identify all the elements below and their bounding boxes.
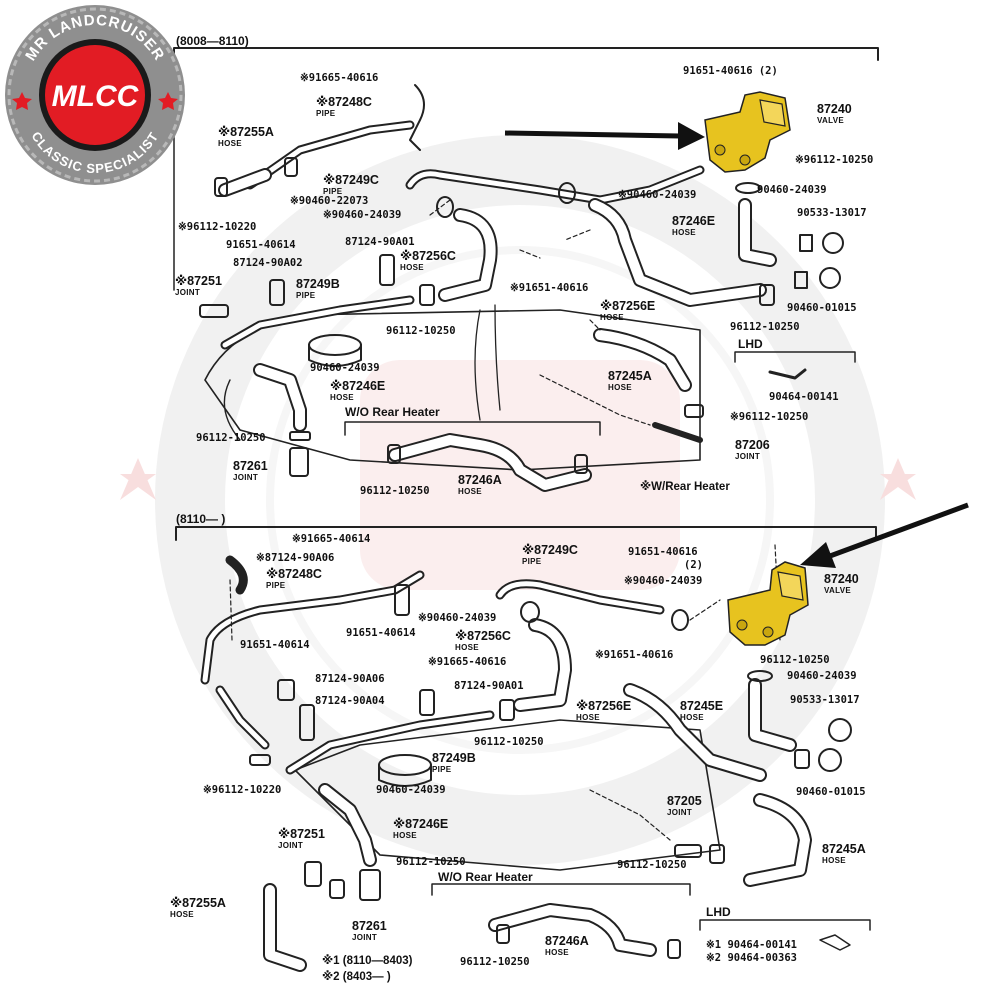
bottom-label: 90460-24039 — [376, 784, 446, 796]
bottom-label: ※90460-24039 — [624, 575, 703, 587]
bottom-label: 90533-13017 — [790, 694, 860, 706]
bottom-label: 91651-40614 — [346, 627, 416, 639]
top-label: 96112-10250 — [360, 485, 430, 497]
top-label: 96112-10250 — [730, 321, 800, 333]
bottom-label: ※91665-40614 — [292, 533, 371, 545]
top-label: 90460-01015 — [787, 302, 857, 314]
top-label: ※96112-10250 — [795, 154, 874, 166]
legend-range-1: ※1 (8110—8403) — [322, 955, 413, 967]
bottom-label: (2) — [684, 559, 703, 571]
bottom-label: 87124-90A04 — [315, 695, 385, 707]
logo-star-right-icon — [158, 92, 178, 110]
top-w-rear-heater: ※W/Rear Heater — [640, 481, 730, 493]
bottom-label: 96112-10250 — [617, 859, 687, 871]
bottom-section-bracket — [175, 526, 877, 541]
bottom-label: 90460-01015 — [796, 786, 866, 798]
bottom-label: 90460-24039 — [787, 670, 857, 682]
bottom-label: ※91651-40616 — [595, 649, 674, 661]
top-label: ※91665-40616 — [300, 72, 379, 84]
top-label: 96112-10250 — [196, 432, 266, 444]
bottom-wo-rear-heater: W/O Rear Heater — [438, 870, 533, 884]
bottom-label: 91651-40616 — [628, 546, 698, 558]
top-label: 90464-00141 — [769, 391, 839, 403]
top-label: ※90460-22073 — [290, 195, 369, 207]
bottom-label: ※90460-24039 — [418, 612, 497, 624]
top-label: 91651-40616 (2) — [683, 65, 778, 77]
top-wo-rear-heater: W/O Rear Heater — [345, 405, 440, 419]
top-label: 87124-90A02 — [233, 257, 303, 269]
top-label: 90533-13017 — [797, 207, 867, 219]
top-label: ※91651-40616 — [510, 282, 589, 294]
bottom-label: 87124-90A01 — [454, 680, 524, 692]
top-label: 90460-24039 — [310, 362, 380, 374]
top-label: ※90460-24039 — [323, 209, 402, 221]
bottom-label: 96112-10250 — [474, 736, 544, 748]
top-section-range: (8008—8110) — [176, 34, 249, 48]
bottom-label: 91651-40614 — [240, 639, 310, 651]
top-label: 91651-40614 — [226, 239, 296, 251]
bottom-section-range: (8110— ) — [176, 512, 226, 526]
legend-range-2: ※2 (8403— ) — [322, 971, 391, 983]
bottom-label: 87124-90A06 — [315, 673, 385, 685]
top-label: 96112-10250 — [386, 325, 456, 337]
bottom-lhd-heading: LHD — [706, 905, 731, 919]
top-label: 90460-24039 — [757, 184, 827, 196]
bottom-label: 96112-10250 — [396, 856, 466, 868]
top-label: ※96112-10250 — [730, 411, 809, 423]
top-label: 87124-90A01 — [345, 236, 415, 248]
bottom-lhd-note-2: ※2 90464-00363 — [706, 952, 797, 964]
logo-mark: MLCC — [52, 80, 140, 113]
brand-logo: MR LANDCRUISER CLASSIC SPECIALIST MLCC — [5, 5, 185, 185]
top-lhd-heading: LHD — [738, 337, 763, 351]
bottom-label: ※91665-40616 — [428, 656, 507, 668]
logo-star-left-icon — [12, 92, 32, 110]
bottom-lhd-note-1: ※1 90464-00141 — [706, 939, 797, 951]
bottom-label: ※87124-90A06 — [256, 552, 335, 564]
top-label: ※96112-10220 — [178, 221, 257, 233]
bottom-label: 96112-10250 — [460, 956, 530, 968]
top-label: ※90460-24039 — [618, 189, 697, 201]
bottom-label: ※96112-10220 — [203, 784, 282, 796]
bottom-label: 96112-10250 — [760, 654, 830, 666]
